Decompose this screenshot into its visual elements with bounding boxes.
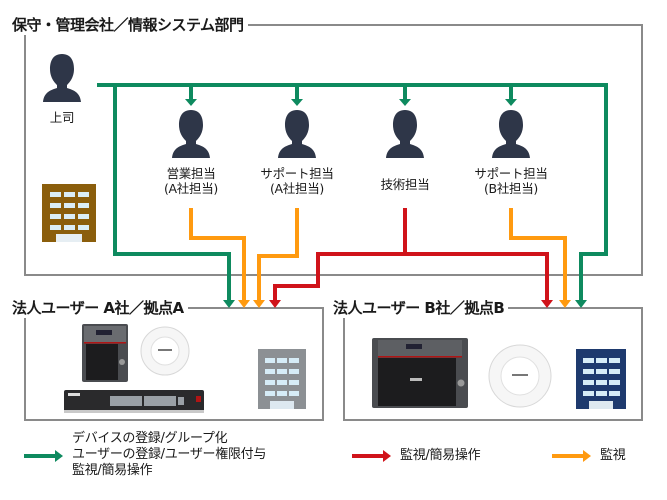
legend-green-text: デバイスの登録/グループ化 ユーザーの登録/ユーザー権限付与 監視/簡易操作 (72, 431, 267, 478)
person-label-tech: 技術担当 (380, 177, 430, 192)
green-flow (97, 83, 608, 302)
green-arrowheads (185, 99, 587, 308)
maintenance-section-title: 保守・管理会社／情報システム部門 (12, 14, 248, 35)
nas-8bay-icon (372, 338, 468, 408)
legend-arrows (24, 450, 591, 462)
wireless-ap-icon-b (488, 344, 552, 408)
person-icon-sales-a (172, 110, 210, 158)
wireless-ap-icon-a (140, 326, 190, 376)
network-switch-icon (64, 390, 204, 413)
person-icon-tech (386, 110, 424, 158)
nas-4bay-icon (82, 324, 128, 382)
site-a-title: 法人ユーザー A社／拠点A (12, 297, 188, 318)
person-label-sales-a: 営業担当(A社担当) (163, 166, 218, 196)
legend-orange-text: 監視 (600, 448, 626, 463)
person-label-boss: 上司 (49, 110, 75, 125)
building-brown-icon (42, 184, 96, 242)
orange-arrowheads (238, 300, 571, 308)
building-navy-icon (576, 349, 626, 409)
person-icon-support-a (278, 110, 316, 158)
person-icon-support-b (492, 110, 530, 158)
orange-flow (189, 208, 567, 302)
building-gray-icon (258, 349, 306, 409)
maintenance-section-frame (24, 24, 643, 276)
red-flow (273, 208, 549, 302)
legend-red-text: 監視/簡易操作 (400, 448, 481, 463)
person-icon-boss (43, 54, 81, 102)
site-b-title: 法人ユーザー B社／拠点B (333, 297, 509, 318)
person-label-support-b: サポート担当(B社担当) (474, 166, 548, 196)
person-label-support-a: サポート担当(A社担当) (260, 166, 334, 196)
red-arrowheads (269, 300, 553, 308)
